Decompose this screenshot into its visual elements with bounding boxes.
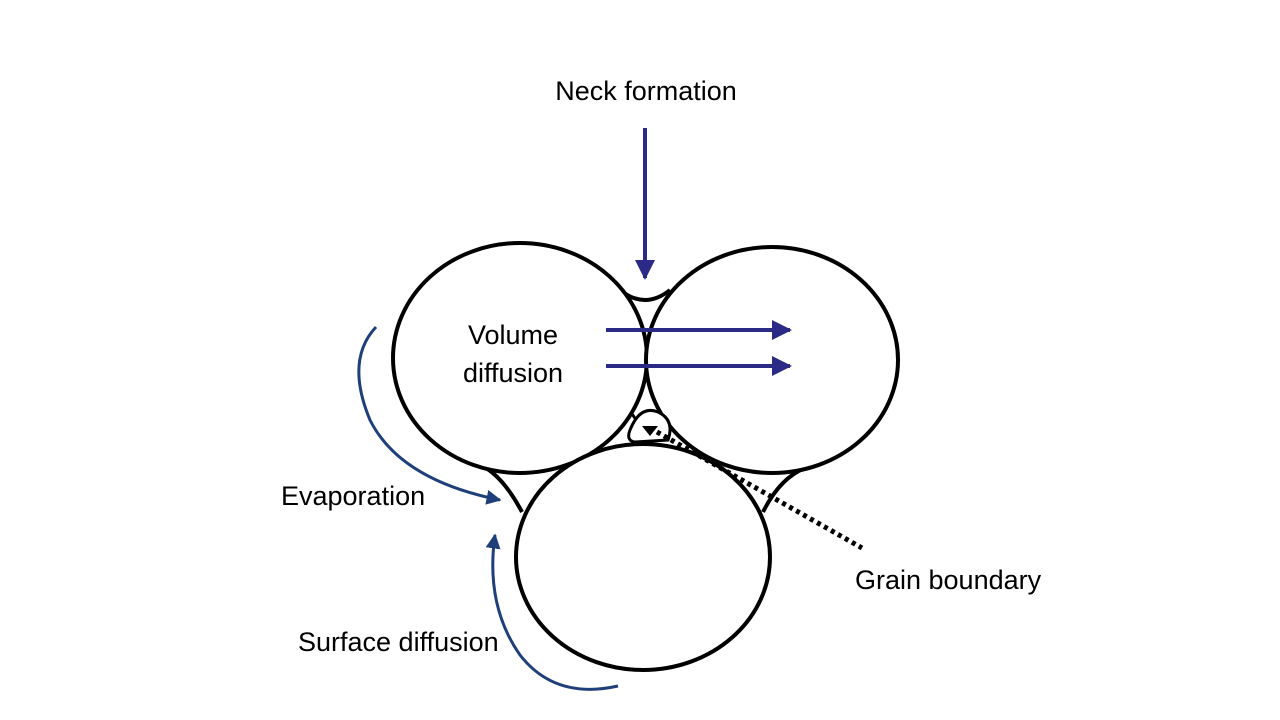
particle-bottom xyxy=(514,442,772,672)
grain-boundary-label: Grain boundary xyxy=(855,565,1042,595)
grain-boundary-line xyxy=(648,425,864,551)
surface-diffusion-arrow xyxy=(485,533,619,691)
surface-diffusion-label: Surface diffusion xyxy=(298,627,499,657)
evaporation-arrow xyxy=(357,325,502,505)
volume-diffusion-label-line1: Volume xyxy=(468,320,558,350)
neck-formation-label: Neck formation xyxy=(555,76,737,106)
evaporation-label: Evaporation xyxy=(281,481,425,511)
volume-diffusion-label-line2: diffusion xyxy=(463,358,563,388)
particle-right xyxy=(644,245,900,475)
